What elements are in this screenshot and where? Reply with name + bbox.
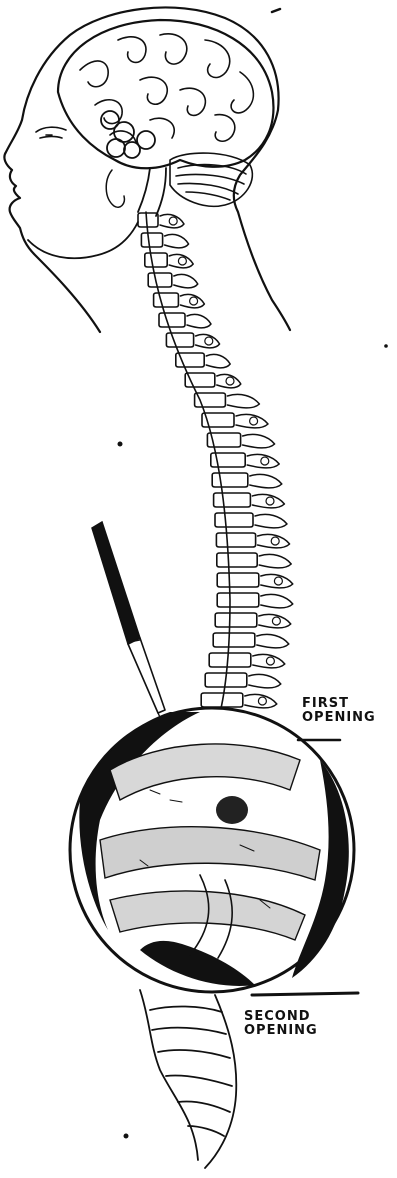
spinous-process xyxy=(247,454,279,467)
facet-joint xyxy=(250,417,258,425)
spinous-process xyxy=(245,694,277,707)
spinous-process xyxy=(187,314,211,327)
second-opening-label-line2: OPENING xyxy=(244,1024,318,1038)
facet-joint xyxy=(169,217,177,225)
vertebra xyxy=(166,333,193,347)
needle xyxy=(92,522,168,734)
vertebra xyxy=(148,273,172,287)
speck xyxy=(384,344,388,348)
vertebra xyxy=(141,233,162,247)
vertebra xyxy=(215,613,257,627)
spinous-process xyxy=(259,614,291,627)
head-profile-outline xyxy=(4,7,290,332)
speck xyxy=(272,9,280,12)
facet-joint xyxy=(266,657,274,665)
facet-joint xyxy=(205,337,213,345)
magnified-inset xyxy=(70,708,354,992)
facet-joint xyxy=(178,257,186,265)
vertebra xyxy=(217,553,257,567)
facet-joint xyxy=(258,697,266,705)
brain-gyri xyxy=(80,34,253,142)
first-opening-label-line1: FIRST xyxy=(302,697,376,711)
spinous-process xyxy=(206,354,230,367)
spinous-process xyxy=(180,294,204,307)
spinous-process xyxy=(255,514,287,527)
spinous-process xyxy=(169,254,193,267)
spinous-process xyxy=(257,634,289,647)
vertebra xyxy=(214,493,251,507)
speck xyxy=(124,1134,129,1139)
second-opening-label-line1: SECOND xyxy=(244,1010,318,1024)
brain-stem xyxy=(138,168,166,216)
spinous-process xyxy=(258,534,290,547)
spinous-process xyxy=(160,214,184,227)
vertebra xyxy=(217,593,259,607)
vertebra xyxy=(215,513,253,527)
speck xyxy=(118,442,123,447)
spinous-process xyxy=(259,554,291,567)
facet-joint xyxy=(274,577,282,585)
vertebral-bodies xyxy=(138,213,259,707)
spinous-process xyxy=(236,414,268,427)
first-opening-label: FIRST OPENING xyxy=(302,697,376,725)
vertebra xyxy=(217,573,259,587)
first-opening-label-line2: OPENING xyxy=(302,711,376,725)
ear xyxy=(106,170,124,207)
spinous-process xyxy=(243,434,275,447)
facet-joint xyxy=(261,457,269,465)
second-opening-label: SECOND OPENING xyxy=(244,1010,318,1038)
spinous-process xyxy=(253,654,285,667)
vertebra xyxy=(159,313,185,327)
spinous-process xyxy=(217,374,241,387)
facet-joint xyxy=(226,377,234,385)
spinous-process xyxy=(252,494,284,507)
vertebra xyxy=(213,633,255,647)
facet-joint xyxy=(272,617,280,625)
facet-joint xyxy=(190,297,198,305)
facet-joint xyxy=(271,537,279,545)
vertebra xyxy=(209,653,251,667)
jaw-line xyxy=(28,222,138,258)
spinous-process xyxy=(249,674,281,687)
spinous-process xyxy=(196,334,220,347)
vertebra xyxy=(145,253,167,267)
spinous-process xyxy=(261,594,293,607)
second-opening-leader xyxy=(252,993,358,995)
spinous-process xyxy=(261,574,293,587)
vertebra xyxy=(154,293,179,307)
vertebra xyxy=(212,473,248,487)
spinous-process xyxy=(165,234,189,247)
spinous-process xyxy=(250,474,282,487)
temporal-lobe xyxy=(101,111,155,158)
facet-joint xyxy=(266,497,274,505)
eye xyxy=(36,127,66,138)
sacrum-coccyx xyxy=(140,990,236,1168)
spinous-processes xyxy=(160,214,293,707)
vertebra xyxy=(216,533,255,547)
spinous-process xyxy=(174,274,198,287)
vertebra xyxy=(138,213,158,227)
brain-outline xyxy=(58,20,273,168)
spinous-process xyxy=(227,394,259,407)
